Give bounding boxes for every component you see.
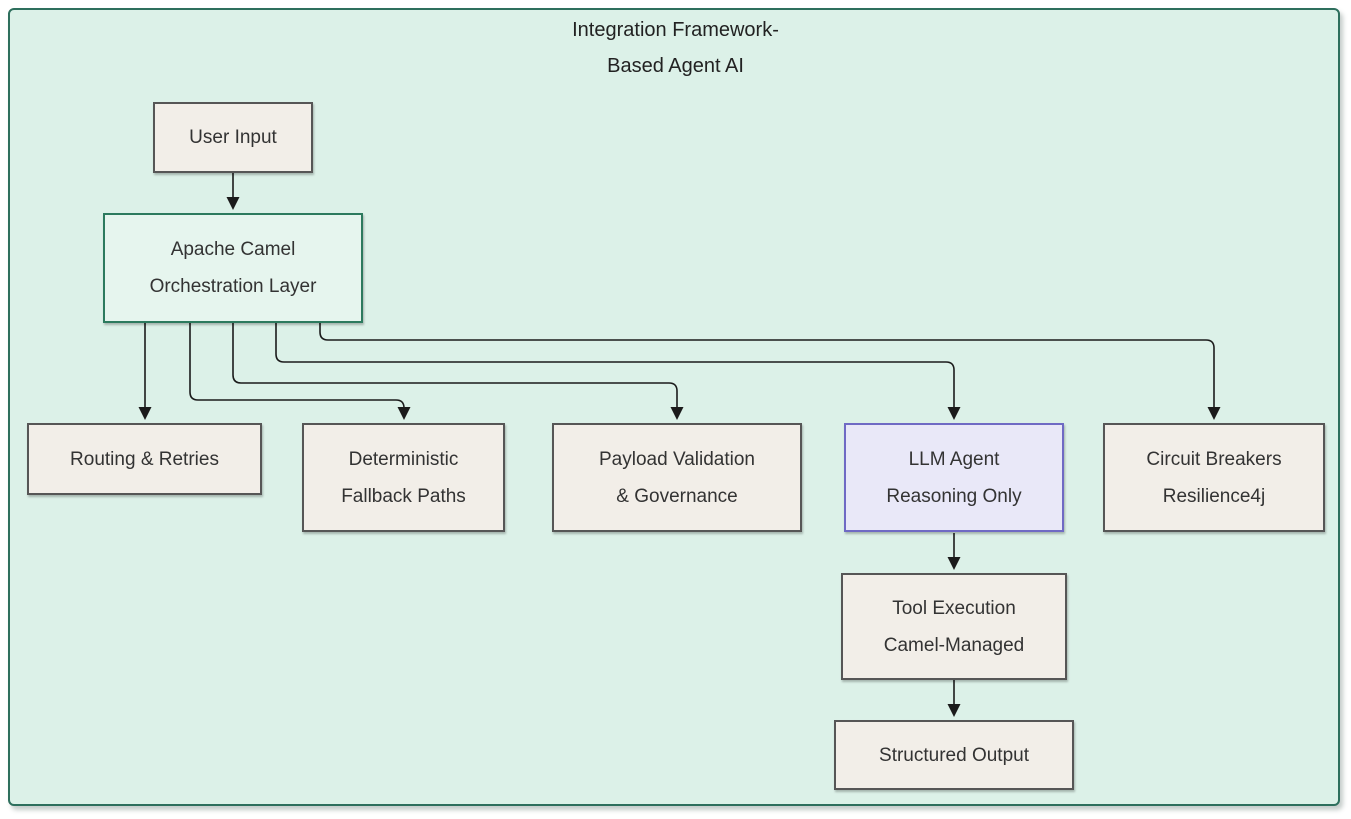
- node-label-line: & Governance: [616, 485, 738, 507]
- node-label-line: Deterministic: [348, 448, 459, 470]
- node-label-line: Structured Output: [879, 744, 1029, 766]
- node-circuit-breakers-resilience4j: Circuit Breakers Resilience4j: [1103, 423, 1325, 532]
- node-apache-camel-orchestration-layer: Apache Camel Orchestration Layer: [103, 213, 363, 323]
- node-label-line: Circuit Breakers: [1146, 448, 1282, 470]
- node-label-line: Payload Validation: [599, 448, 755, 470]
- node-payload-validation-governance: Payload Validation & Governance: [552, 423, 802, 532]
- node-user-input: User Input: [153, 102, 313, 173]
- node-tool-execution-camel-managed: Tool Execution Camel-Managed: [841, 573, 1067, 680]
- node-label-line: Routing & Retries: [70, 448, 219, 470]
- diagram-title: Integration Framework- Based Agent AI: [0, 12, 1351, 84]
- node-label-line: Fallback Paths: [341, 485, 466, 507]
- node-label-line: Apache Camel: [170, 239, 296, 260]
- node-label-line: LLM Agent: [908, 448, 1000, 470]
- node-label-line: Resilience4j: [1162, 485, 1266, 507]
- node-llm-agent-reasoning-only: LLM Agent Reasoning Only: [844, 423, 1064, 532]
- diagram-title-line-2: Based Agent AI: [607, 55, 744, 77]
- node-label-line: User Input: [189, 127, 277, 148]
- node-routing-retries: Routing & Retries: [27, 423, 262, 495]
- node-label-line: Tool Execution: [892, 597, 1016, 619]
- node-structured-output: Structured Output: [834, 720, 1074, 790]
- node-deterministic-fallback-paths: Deterministic Fallback Paths: [302, 423, 505, 532]
- node-label-line: Reasoning Only: [886, 485, 1022, 507]
- node-label-line: Orchestration Layer: [149, 276, 317, 297]
- diagram-title-line-1: Integration Framework-: [572, 19, 779, 41]
- node-label-line: Camel-Managed: [883, 634, 1025, 656]
